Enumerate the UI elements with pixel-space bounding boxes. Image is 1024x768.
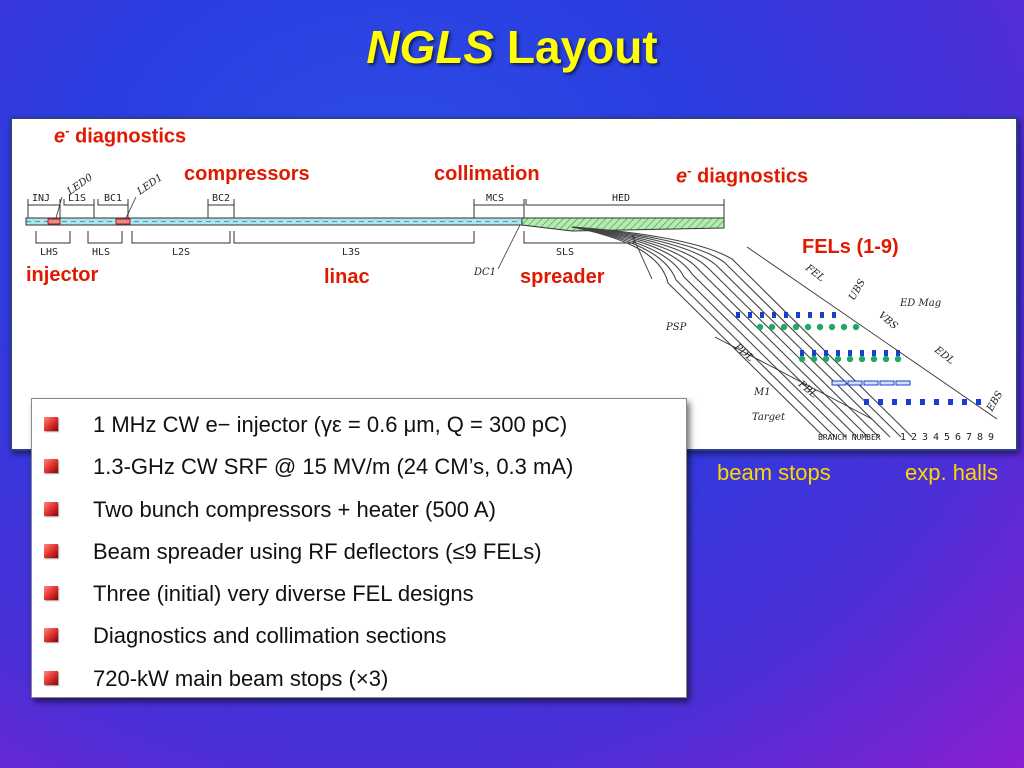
e-diag-left-sup: - bbox=[65, 123, 70, 138]
branch-number-1: 1 bbox=[900, 432, 906, 443]
lhs-label: LHS bbox=[40, 247, 58, 258]
branch-number-4: 4 bbox=[933, 432, 939, 443]
e-diag-right-text: diagnostics bbox=[697, 165, 809, 188]
ebs-label: EBS bbox=[985, 389, 1006, 414]
hed-label: HED bbox=[612, 193, 630, 204]
e-diag-right-sup: - bbox=[687, 163, 692, 178]
list-item-text: 1 MHz CW e− injector (γε = 0.6 μm, Q = 3… bbox=[93, 412, 568, 437]
ubs-label: UBS bbox=[847, 277, 868, 302]
list-item-text: 1.3-GHz CW SRF @ 15 MV/m (24 CM’s, 0.3 m… bbox=[93, 454, 574, 480]
branch-number-6: 6 bbox=[955, 432, 961, 443]
branch-number-label: BRANCH NUMBER bbox=[818, 433, 881, 442]
list-item: Diagnostics and collimation sections bbox=[32, 616, 686, 658]
layout-diagram: INJ L1S BC1 BC2 MCS HED LED0 LED1 LHS HL… bbox=[10, 117, 1018, 451]
e-diag-left-e: e bbox=[54, 125, 66, 148]
bullet-icon bbox=[44, 417, 58, 431]
branch-number-5: 5 bbox=[944, 432, 950, 443]
branch-numbers: 1 2 3 4 5 6 7 8 9 bbox=[900, 432, 994, 443]
list-item-text: Diagnostics and collimation sections bbox=[93, 623, 447, 649]
list-item: Three (initial) very diverse FEL designs bbox=[32, 574, 686, 616]
title-ngls: NGLS bbox=[366, 21, 495, 73]
branch-number-7: 7 bbox=[966, 432, 972, 443]
spreader-label: spreader bbox=[520, 266, 605, 288]
exp-halls-label: exp. halls bbox=[905, 460, 998, 485]
l2s-label: L2S bbox=[172, 247, 190, 258]
bullet-icon bbox=[44, 543, 58, 558]
branch-number-8: 8 bbox=[977, 432, 983, 443]
list-item: 1 MHz CW e− injector (γε = 0.6 μm, Q = 3… bbox=[32, 405, 686, 447]
list-item: Beam spreader using RF deflectors (≤9 FE… bbox=[32, 532, 686, 574]
bullet-icon bbox=[44, 459, 58, 474]
branch-number-2: 2 bbox=[911, 432, 917, 443]
pbl-label: PBL bbox=[795, 378, 819, 401]
list-item: 1.3-GHz CW SRF @ 15 MV/m (24 CM’s, 0.3 m… bbox=[32, 447, 686, 489]
psp-label: PSP bbox=[665, 322, 687, 333]
title-layout: Layout bbox=[506, 21, 658, 73]
bullet-icon bbox=[44, 501, 58, 516]
target-label: Target bbox=[752, 412, 786, 423]
m1-label: M1 bbox=[753, 387, 771, 398]
spreader-region bbox=[521, 217, 725, 232]
page-title: NGLS Layout bbox=[0, 20, 1024, 74]
compressors-label: compressors bbox=[184, 163, 310, 185]
bc1-label: BC1 bbox=[104, 193, 122, 204]
led1-component bbox=[115, 218, 131, 225]
beamline-schematic: INJ L1S BC1 BC2 MCS HED LED0 LED1 LHS HL… bbox=[25, 172, 1006, 443]
l1s-label: L1S bbox=[68, 193, 86, 204]
bc2-label: BC2 bbox=[212, 193, 230, 204]
inj-label: INJ bbox=[32, 193, 50, 204]
fel-label: FEL bbox=[802, 262, 826, 284]
list-item: 720-kW main beam stops (×3) bbox=[32, 659, 686, 701]
feature-list: 1 MHz CW e− injector (γε = 0.6 μm, Q = 3… bbox=[31, 398, 687, 698]
sls-label: SLS bbox=[556, 247, 574, 258]
e-diagnostics-right-label: e- diagnostics bbox=[676, 163, 808, 189]
bullet-icon bbox=[44, 628, 58, 643]
e-diag-right-e: e bbox=[676, 165, 688, 188]
branch-number-3: 3 bbox=[922, 432, 928, 443]
list-item-text: Two bunch compressors + heater (500 A) bbox=[93, 496, 496, 522]
l3s-label: L3S bbox=[342, 247, 360, 258]
list-item-text: Beam spreader using RF deflectors (≤9 FE… bbox=[93, 538, 542, 564]
fels-label: FELs (1-9) bbox=[802, 236, 899, 258]
e-diagnostics-left-label: e- diagnostics bbox=[54, 123, 186, 149]
collimation-label: collimation bbox=[434, 163, 540, 185]
branch-number-9: 9 bbox=[988, 432, 994, 443]
led0-component bbox=[47, 218, 61, 225]
edl-label: EDL bbox=[931, 344, 956, 367]
list-item-text: 720-kW main beam stops (×3) bbox=[93, 665, 389, 691]
mcs-label: MCS bbox=[486, 193, 504, 204]
bullet-icon bbox=[44, 586, 58, 601]
list-item-text: Three (initial) very diverse FEL designs bbox=[93, 581, 474, 607]
hls-label: HLS bbox=[92, 247, 110, 258]
list-item: Two bunch compressors + heater (500 A) bbox=[32, 490, 686, 532]
linac-label: linac bbox=[324, 266, 370, 288]
bullet-icon bbox=[44, 670, 58, 685]
e-diag-left-text: diagnostics bbox=[75, 125, 187, 148]
beam-stops-label: beam stops bbox=[717, 460, 831, 485]
dc1-label: DC1 bbox=[473, 267, 496, 278]
vbs-label: VBS bbox=[876, 310, 900, 332]
injector-label: injector bbox=[26, 264, 99, 286]
ed-mag-label: ED Mag bbox=[899, 298, 941, 309]
led1-label: LED1 bbox=[135, 172, 165, 198]
